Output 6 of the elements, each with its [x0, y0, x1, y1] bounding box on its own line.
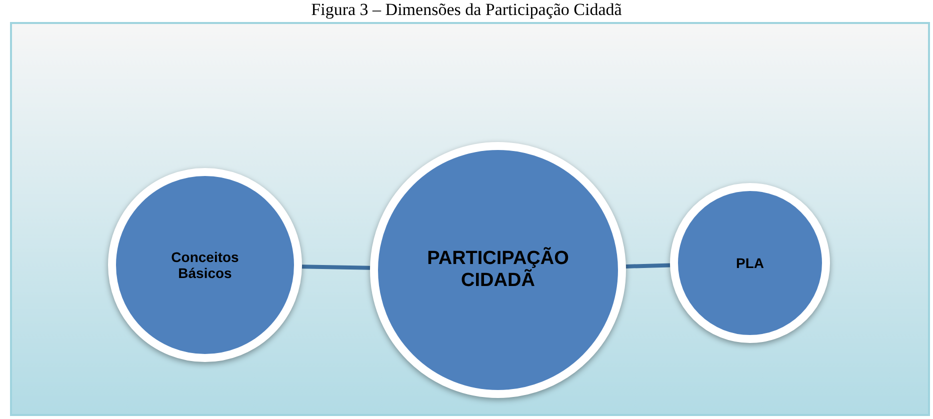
node-label: PLA — [735, 255, 765, 271]
connector-line — [626, 263, 670, 268]
connector-line — [302, 264, 370, 270]
figure-title: Figura 3 – Dimensões da Participação Cidadã — [310, 0, 623, 20]
node-label: Conceitos Básicos — [170, 249, 240, 281]
node-label: PARTICIPAÇÃO CIDADÃ — [426, 248, 570, 292]
